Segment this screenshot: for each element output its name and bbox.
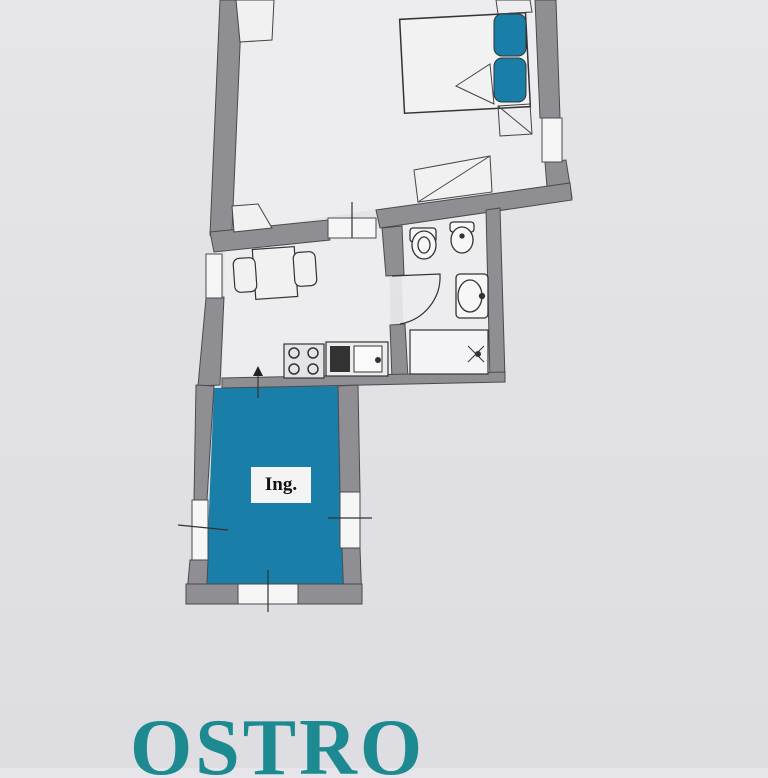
toilet (409, 227, 437, 260)
stove (283, 343, 325, 379)
bidet (449, 221, 475, 254)
wardrobe (231, 0, 493, 233)
shower (409, 329, 489, 375)
walls (185, 0, 573, 605)
kitchen-sink (325, 341, 389, 377)
entrance-label: Ing. (251, 467, 311, 503)
entrance-arrow-icon (253, 366, 263, 376)
window-ticks (177, 202, 372, 612)
nightstands (454, 0, 533, 137)
windows (191, 117, 563, 605)
dining-table (232, 245, 318, 301)
bathroom-door (391, 273, 441, 325)
apartment-name: OSTRO (130, 708, 426, 778)
double-bed (398, 11, 532, 115)
washbasin (455, 273, 489, 319)
